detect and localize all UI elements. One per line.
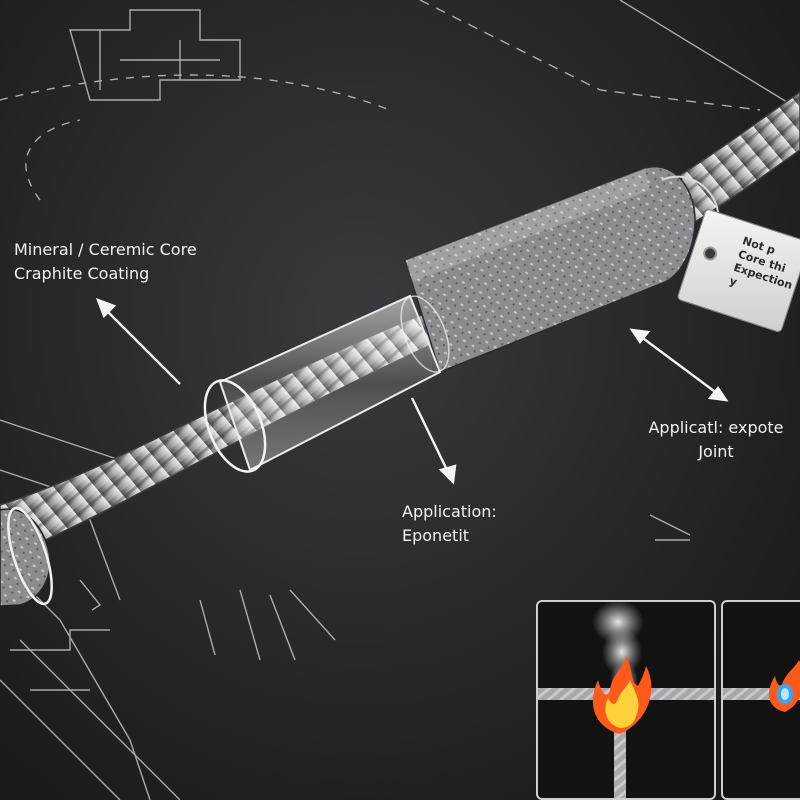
arrow-icon — [629, 328, 729, 402]
graphite-coating — [404, 165, 696, 373]
core-coating-label: Mineral / Ceremic Core Craphite Coating — [14, 238, 197, 286]
flame-icon — [769, 660, 800, 712]
fire-test-illustration — [538, 602, 714, 798]
arrow-icon — [95, 297, 181, 385]
inset-panel-fire-test — [536, 600, 716, 800]
application-label-right-line2: Joint — [698, 442, 734, 461]
inset-panel-joint-test — [721, 600, 800, 800]
clear-sleeve — [203, 294, 450, 473]
application-label-left-line2: Eponetit — [402, 526, 470, 545]
arrow-icon — [410, 397, 457, 485]
application-label-right-line1: Applicatl: expote — [648, 418, 784, 437]
end-cap — [0, 506, 53, 607]
application-label-right: Applicatl: expote Joint — [616, 416, 800, 464]
tag-wire — [661, 175, 719, 213]
annotation-arrows — [95, 297, 729, 485]
application-label-left-line1: Application: — [402, 502, 497, 521]
core-label: Mineral / Ceremic Core — [14, 240, 197, 259]
joint-test-illustration — [723, 660, 800, 712]
tag-hole — [701, 244, 719, 263]
coating-label: Craphite Coating — [14, 264, 150, 283]
application-label-left: Application: Eponetit — [402, 500, 497, 548]
flame-icon — [592, 656, 652, 734]
